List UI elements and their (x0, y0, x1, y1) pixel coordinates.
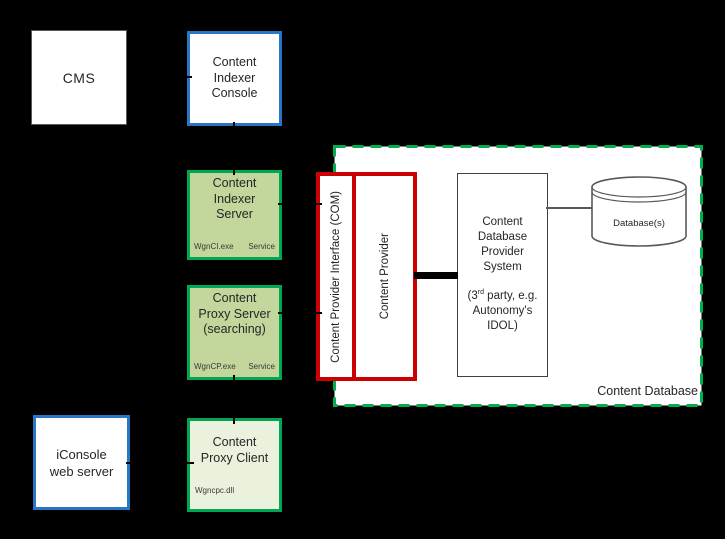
proxy-server-footer: WgnCP.exe Service (194, 359, 275, 375)
content-database-provider-system-box: Content Database Provider System (3rd pa… (457, 173, 548, 377)
content-proxy-server-label: Content Proxy Server (searching) (198, 291, 271, 336)
content-provider-label: Content Provider (378, 233, 391, 320)
connector-stub (233, 414, 235, 424)
indexer-server-footer: WgnCI.exe Service (194, 239, 275, 255)
content-provider-interface-label: Content Provider Interface (COM) (330, 190, 342, 363)
content-provider-box: Content Provider (356, 176, 413, 377)
cdps-subtitle: (3rd party, e.g. Autonomy's IDOL) (468, 289, 538, 334)
cms-box: CMS (31, 30, 127, 125)
indexer-server-kind: Service (248, 241, 275, 251)
cdps-to-database-connector (546, 207, 592, 209)
cdps-sub-sup: rd (477, 289, 484, 297)
content-database-zone-label: Content Database (597, 384, 698, 398)
connector-stub (126, 462, 136, 464)
connector-stub (312, 203, 322, 205)
proxy-server-kind: Service (248, 361, 275, 371)
proxy-client-dll: Wgncpc.dll (195, 485, 235, 495)
content-indexer-server-box: Content Indexer Server WgnCI.exe Service (187, 170, 282, 260)
connector-stub (233, 122, 235, 132)
content-provider-group: Content Provider Interface (COM) Content… (316, 172, 417, 381)
connector-stub (278, 203, 288, 205)
cdps-title: Content Database Provider System (477, 216, 528, 273)
cdps-sub-pre: (3 (467, 290, 478, 302)
cdps-sub-post: party, e.g. Autonomy's IDOL) (472, 290, 538, 332)
red-divider (352, 176, 356, 377)
proxy-server-exe: WgnCP.exe (194, 361, 236, 371)
iconsole-web-server-label: iConsole web server (49, 446, 114, 479)
cms-label: CMS (62, 69, 96, 86)
connector-stub (278, 312, 288, 314)
content-proxy-client-label: Content Proxy Client (200, 435, 269, 465)
connector-stub (182, 76, 192, 78)
content-provider-interface-box: Content Provider Interface (COM) (320, 176, 352, 377)
connector-stub (312, 312, 322, 314)
connector-stub (184, 462, 194, 464)
connector-stub (233, 375, 235, 385)
content-indexer-server-label: Content Indexer Server (212, 176, 257, 221)
content-proxy-client-box: Content Proxy Client Wgncpc.dll (187, 418, 282, 512)
database-label: Database(s) (613, 218, 665, 229)
content-proxy-server-box: Content Proxy Server (searching) WgnCP.e… (187, 285, 282, 380)
indexer-server-exe: WgnCI.exe (194, 241, 234, 251)
database-cylinder: Database(s) (591, 176, 687, 247)
content-indexer-console-box: Content Indexer Console (187, 31, 282, 126)
provider-to-cdps-connector (414, 272, 458, 279)
iconsole-web-server-box: iConsole web server (33, 415, 130, 510)
content-indexer-console-label: Content Indexer Console (211, 55, 258, 101)
connector-stub (233, 165, 235, 175)
